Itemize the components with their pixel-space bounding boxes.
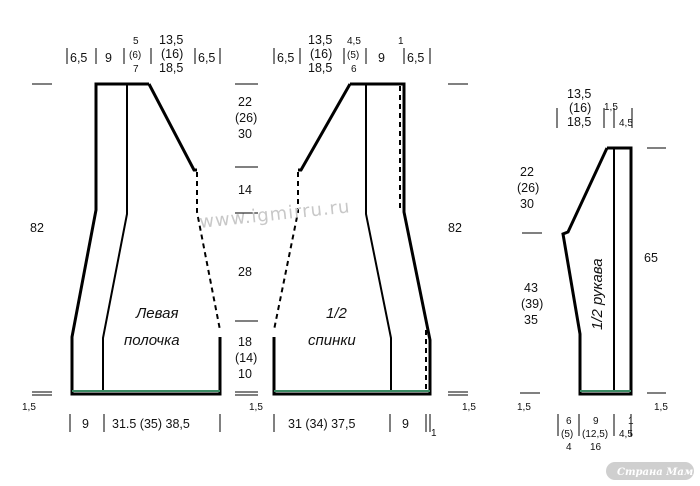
lf-top-d3: 18,5 (159, 61, 183, 75)
sl-bottom-b2: (12,5) (582, 429, 608, 440)
bk-bottom-a: 31 (34) 37,5 (288, 417, 355, 431)
sl-lower-1: 43 (524, 281, 538, 295)
bk-height: 82 (448, 221, 462, 235)
lf-top-a: 6,5 (70, 51, 87, 65)
lf-top-d2: (16) (161, 47, 183, 61)
back-outline (272, 82, 432, 396)
sl-top-c: 4,5 (619, 118, 633, 129)
sl-cap-3: 30 (520, 197, 534, 211)
site-logo: Страна Мам (606, 462, 694, 480)
c-low-1: 18 (238, 335, 252, 349)
sl-top-a3: 18,5 (567, 115, 591, 129)
c-low-2: (14) (235, 351, 257, 365)
sl-hem-right: 1,5 (654, 402, 668, 413)
sl-cap-1: 22 (520, 165, 534, 179)
bk-top-b3: 18,5 (308, 61, 332, 75)
left-front-band-line (102, 84, 128, 391)
sl-bottom-a1: 6 (566, 416, 572, 427)
bk-top-c2: (5) (347, 50, 359, 61)
bk-top-e2: 6,5 (407, 51, 424, 65)
bk-bottom-c: 1 (431, 428, 437, 439)
lf-top-c2: (6) (129, 50, 141, 61)
left-front-outline (70, 82, 222, 396)
lf-bottom-b: 31.5 (35) 38,5 (112, 417, 190, 431)
sl-top-a1: 13,5 (567, 87, 591, 101)
c-low-3: 10 (238, 367, 252, 381)
sl-bottom-c1: 1 (628, 416, 634, 427)
lf-top-c3: 7 (133, 64, 139, 75)
lf-hem: 1,5 (22, 402, 36, 413)
sl-lower-2: (39) (521, 297, 543, 311)
sleeve-piece (561, 146, 633, 396)
sl-bottom-a3: 4 (566, 442, 572, 453)
bk-top-a: 6,5 (277, 51, 294, 65)
c-armhole-1: 22 (238, 95, 252, 109)
c-armhole-3: 30 (238, 127, 252, 141)
sl-bottom-b1: 9 (593, 416, 599, 427)
sl-bottom-b3: 16 (590, 442, 602, 453)
bk-top-c1: 4,5 (347, 36, 361, 47)
sl-cap-2: (26) (517, 181, 539, 195)
back-center-line (365, 84, 392, 391)
back-side-seam (273, 172, 299, 331)
sl-title: 1/2 рукава (589, 258, 606, 330)
bk-bottom-b: 9 (402, 417, 409, 431)
left-front-neck (147, 83, 197, 172)
lf-height: 82 (30, 221, 44, 235)
bk-top-e1: 1 (398, 36, 404, 47)
lf-title-2: полочка (124, 332, 180, 349)
bk-top-b2: (16) (310, 47, 332, 61)
left-front-piece (70, 82, 222, 396)
sl-top-b: 1,5 (604, 102, 618, 113)
c-hem: 1,5 (249, 402, 263, 413)
c-armhole-2: (26) (235, 111, 257, 125)
back-piece (272, 82, 432, 396)
sl-top-a2: (16) (569, 101, 591, 115)
back-neck (298, 83, 352, 172)
sl-bottom-a2: (5) (561, 429, 573, 440)
guide-ticks (32, 48, 666, 436)
bk-title-1: 1/2 (326, 305, 348, 322)
sleeve-outline (561, 146, 633, 396)
bk-title-2: спинки (308, 332, 356, 349)
bk-top-d: 9 (378, 51, 385, 65)
c-h14: 14 (238, 183, 252, 197)
logo-text: Страна Мам (617, 467, 693, 478)
bk-top-b1: 13,5 (308, 33, 332, 47)
lf-title-1: Левая (135, 305, 178, 322)
sl-lower-3: 35 (524, 313, 538, 327)
left-front-side-seam (196, 172, 221, 331)
lf-top-e: 6,5 (198, 51, 215, 65)
lf-bottom-a: 9 (82, 417, 89, 431)
bk-hem: 1,5 (462, 402, 476, 413)
watermark-text: www.igmirru.ru (198, 196, 351, 233)
lf-top-b: 9 (105, 51, 112, 65)
sl-bottom-c2: 4,5 (619, 429, 633, 440)
lf-top-d1: 13,5 (159, 33, 183, 47)
sl-hem-left: 1,5 (517, 402, 531, 413)
lf-top-c1: 5 (133, 36, 139, 47)
bk-top-c3: 6 (351, 64, 357, 75)
sl-height: 65 (644, 251, 658, 265)
c-h28: 28 (238, 265, 252, 279)
